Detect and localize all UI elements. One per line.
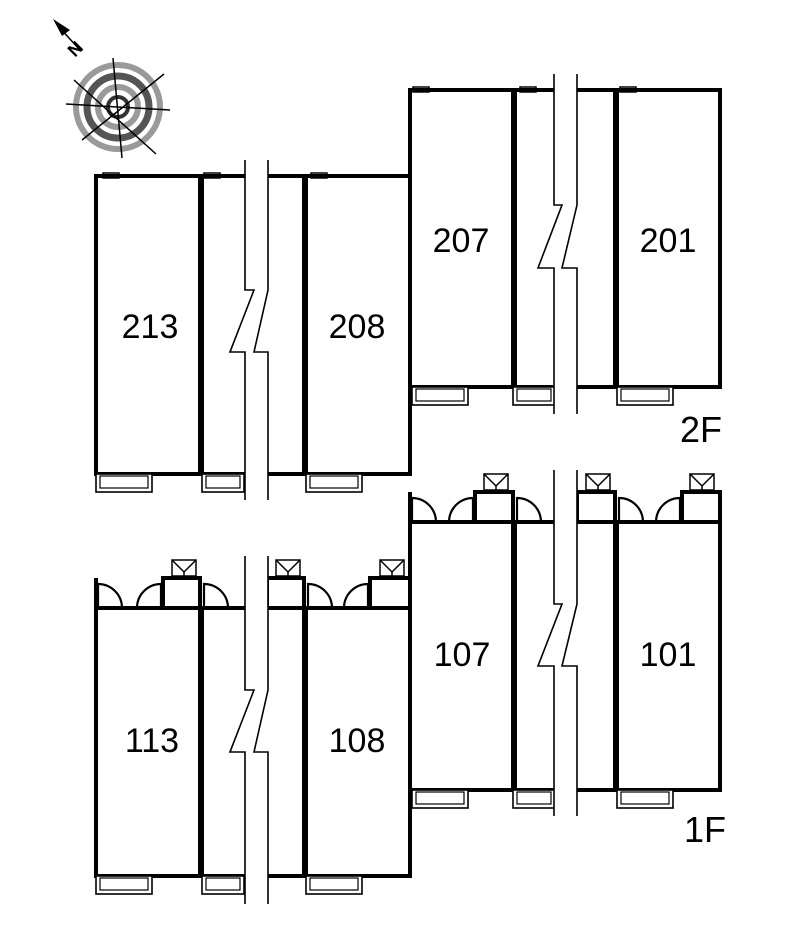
unit-113 <box>94 606 202 878</box>
floor-2f: 213 208 207 201 2F <box>94 74 722 500</box>
compass-rose-icon: N <box>53 19 171 159</box>
room-label-108: 108 <box>329 722 386 760</box>
break-mark-2f-left <box>228 160 269 500</box>
room-label-208: 208 <box>329 308 386 346</box>
room-label-101: 101 <box>640 636 697 674</box>
floor-label-2f: 2F <box>680 409 722 450</box>
floor-label-1f: 1F <box>684 809 726 850</box>
unit-207 <box>408 88 515 389</box>
compass-north-label: N <box>64 37 87 60</box>
room-label-107: 107 <box>434 636 491 674</box>
floor-1f: 113 108 107 101 1F <box>94 470 726 904</box>
break-mark-1f-right <box>536 470 578 816</box>
room-label-201: 201 <box>640 222 697 260</box>
balconies-1f <box>95 789 674 895</box>
break-mark-2f-right <box>536 74 578 414</box>
room-label-213: 213 <box>122 308 179 346</box>
unit-108 <box>304 606 412 878</box>
room-label-207: 207 <box>433 222 490 260</box>
balconies-2f <box>95 386 674 493</box>
unit-201 <box>615 88 722 389</box>
room-label-113: 113 <box>125 722 179 760</box>
doors-1f <box>96 496 682 609</box>
meter-boxes-1f <box>171 473 715 577</box>
break-mark-1f-left <box>228 556 269 904</box>
